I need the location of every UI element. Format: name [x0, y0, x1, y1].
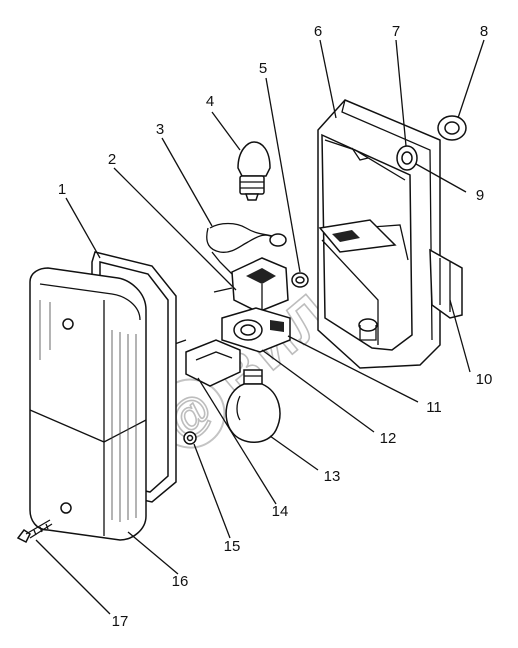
callout-12: 12: [380, 430, 397, 447]
callout-8: 8: [480, 23, 488, 40]
wire-part-3: [206, 222, 287, 277]
leader-lines: [35, 39, 485, 615]
bulb-part-4: [237, 141, 271, 201]
callout-3: 3: [156, 121, 164, 138]
bulb-part-13: [225, 369, 281, 443]
callout-labels: 1 2 3 4 5 6 7 8 9 10 11 12 13 14 15 16 1…: [58, 23, 493, 630]
callout-5: 5: [259, 60, 267, 77]
callout-1: 1: [58, 181, 66, 198]
lens-part-16: [29, 267, 147, 541]
screw-part-17: [16, 519, 53, 544]
socket-upper: [213, 257, 309, 313]
callout-9: 9: [476, 187, 484, 204]
bracket-part-10: [429, 248, 463, 319]
callout-17: 17: [112, 613, 129, 630]
grommet-part-8: [437, 115, 467, 141]
callout-14: 14: [272, 503, 289, 520]
callout-4: 4: [206, 93, 214, 110]
callout-6: 6: [314, 23, 322, 40]
callout-15: 15: [224, 538, 241, 555]
callout-7: 7: [392, 23, 400, 40]
nut-part-15: [183, 431, 197, 445]
callout-2: 2: [108, 151, 116, 168]
socket-lower: [151, 307, 291, 387]
callout-13: 13: [324, 468, 341, 485]
callout-11: 11: [426, 399, 442, 416]
housing-part-6: [317, 99, 441, 369]
callout-16: 16: [172, 573, 189, 590]
callout-10: 10: [476, 371, 493, 388]
